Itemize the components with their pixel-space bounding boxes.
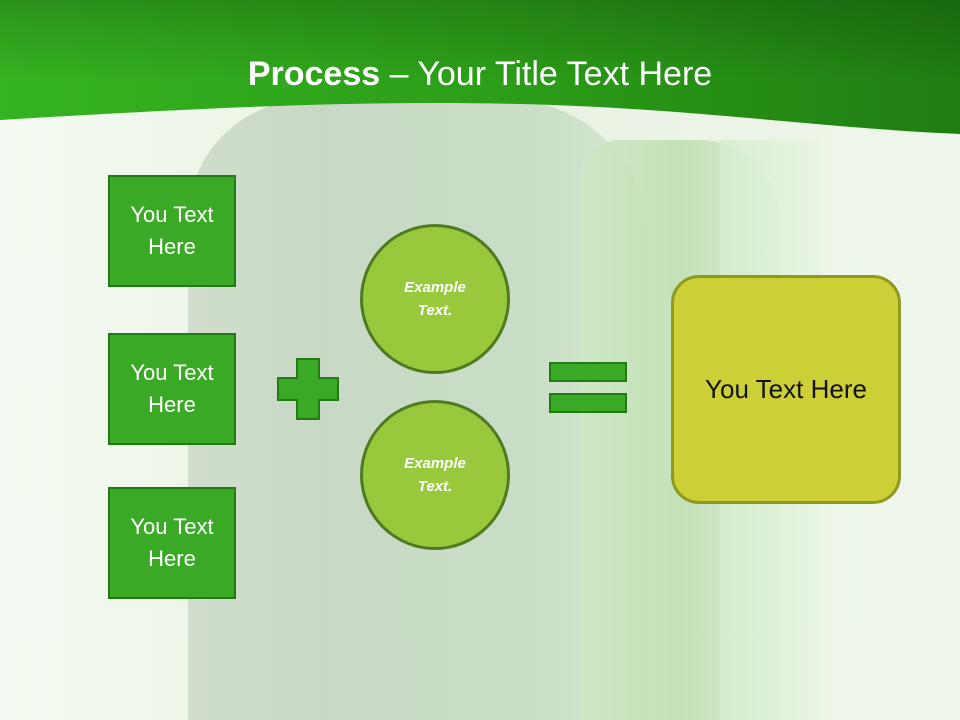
plus-icon [277,358,339,420]
equals-bar-top [549,362,627,382]
result-box[interactable]: You Text Here [671,275,901,504]
slide-title: Process – Your Title Text Here [0,52,960,96]
result-box-label: You Text Here [705,374,867,404]
example-circle-2-label: Example Text. [404,455,466,495]
equals-bar-bottom [549,393,627,413]
example-circle-1[interactable]: Example Text. [360,224,510,374]
title-bold: Process [247,55,381,93]
header-wave [0,0,960,134]
input-box-2[interactable]: You Text Here [108,333,236,445]
input-box-3-label: You Text Here [130,514,214,571]
input-box-3[interactable]: You Text Here [108,487,236,599]
title-rest: – Your Title Text Here [380,55,713,93]
example-circle-1-label: Example Text. [404,279,466,319]
input-box-2-label: You Text Here [130,360,214,417]
input-box-1-label: You Text Here [130,202,214,259]
input-box-1[interactable]: You Text Here [108,175,236,287]
example-circle-2[interactable]: Example Text. [360,400,510,550]
